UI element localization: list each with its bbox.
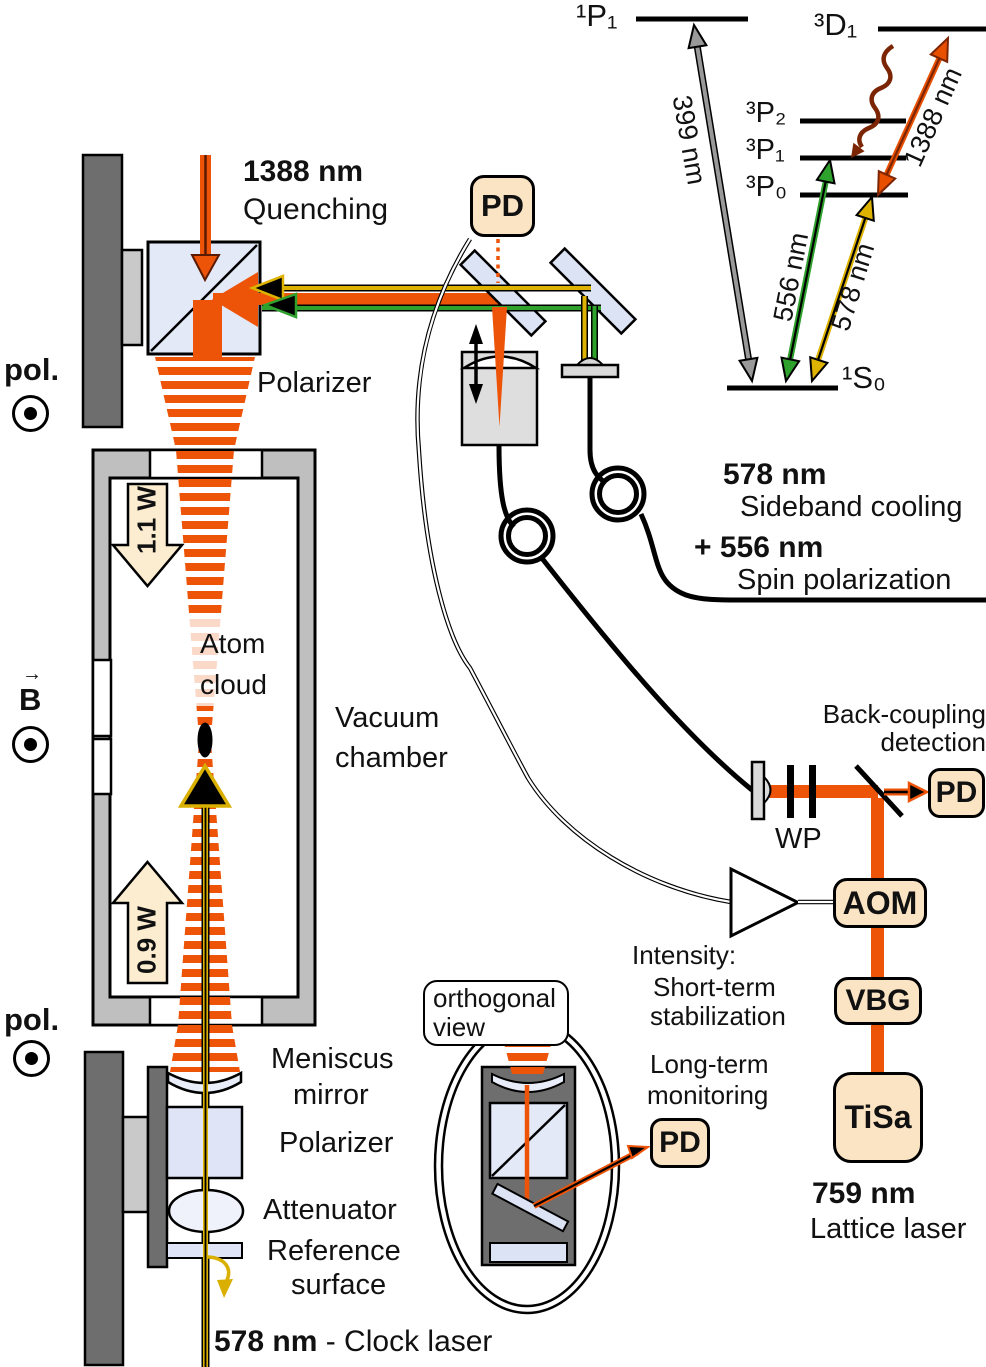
level-label-3P1: ³P₁ xyxy=(746,134,785,166)
aom-box: AOM xyxy=(833,878,927,928)
quenching-wavelength: 1388 nm xyxy=(243,155,364,188)
orthogonal-view-label-1: orthogonal xyxy=(433,983,556,1013)
lattice-arrow xyxy=(212,272,258,327)
orthogonal-view-label-2: view xyxy=(433,1012,486,1043)
lattice-fiber-coupler xyxy=(459,307,541,447)
translation-arrow-down xyxy=(469,384,483,404)
polarizer-label-top: Polarizer xyxy=(257,367,372,399)
transition-1388 xyxy=(876,35,950,198)
back-coupling-label-2: detection xyxy=(880,727,986,757)
servo-amplifier xyxy=(729,866,833,939)
translation-arrow-up xyxy=(469,324,483,344)
spin-label: Spin polarization xyxy=(737,564,952,596)
back-coupling-optics xyxy=(750,760,930,821)
sideband-wavelength: 578 nm xyxy=(723,458,827,491)
photodiode-top: PD xyxy=(470,175,535,237)
reference-label-2: surface xyxy=(291,1269,387,1301)
level-label-1P1: ¹P₁ xyxy=(576,0,618,33)
clock-beam-arrow xyxy=(177,762,233,808)
polarizer-label-bottom: Polarizer xyxy=(279,1127,394,1159)
clock-laser-name: - Clock laser xyxy=(317,1325,493,1358)
vbg-box: VBG xyxy=(834,977,922,1025)
b-field-out-of-page-icon xyxy=(12,726,49,763)
monitoring-label-2: monitoring xyxy=(647,1080,769,1110)
atom-cloud-label-1: Atom xyxy=(200,628,266,659)
monitoring-label-1: Long-term xyxy=(650,1049,769,1079)
transition-399 xyxy=(687,22,759,384)
fiber-coupler-disc xyxy=(750,760,766,821)
ortho-pickoff-mirror xyxy=(490,1182,570,1233)
pd-arrow xyxy=(907,780,930,804)
meniscus-label-2: mirror xyxy=(293,1079,369,1111)
ortho-meniscus xyxy=(491,1072,565,1093)
intensity-label-3: stabilization xyxy=(650,1001,786,1031)
yellow-beam-arrow xyxy=(248,274,285,302)
atom-cloud-ellipse xyxy=(197,722,213,758)
lattice-laser-wavelength: 759 nm xyxy=(812,1177,916,1210)
level-label-3P0: ³P₀ xyxy=(746,171,788,203)
back-coupling-label-1: Back-coupling xyxy=(822,699,986,729)
power-down-label: 1.1 W xyxy=(131,486,162,554)
b-field-label: B xyxy=(19,682,42,717)
photodiode-back-coupling: PD xyxy=(928,768,985,818)
waveplate xyxy=(809,765,816,818)
intensity-label-1: Intensity: xyxy=(632,940,737,970)
quenching-label: Quenching xyxy=(243,193,389,226)
level-label-1S0: ¹S₀ xyxy=(842,360,886,395)
transition-578 xyxy=(809,194,875,384)
chamber-side-window xyxy=(91,737,113,796)
level-label-3D1: ³D₁ xyxy=(814,7,858,42)
clock-laser-label: 578 nm - Clock laser xyxy=(214,1326,492,1358)
intensity-label-2: Short-term xyxy=(653,972,776,1002)
sideband-label: Sideband cooling xyxy=(740,491,963,523)
waveplates-label: WP xyxy=(775,823,822,855)
green-beam-arrow xyxy=(261,292,298,319)
transition-556 xyxy=(780,157,836,384)
attenuator-label: Attenuator xyxy=(263,1194,397,1226)
bottom-mirror-mount xyxy=(83,1050,169,1367)
monitor-pd-arrow xyxy=(626,1144,652,1160)
spin-wavelength: + 556 nm xyxy=(694,531,824,564)
atom-cloud-label-2: cloud xyxy=(200,669,267,700)
tisa-box: TiSa xyxy=(833,1072,923,1163)
photodiode-monitoring: PD xyxy=(650,1118,710,1168)
chamber-side-window xyxy=(91,658,113,738)
beam-waist-fade xyxy=(172,618,240,706)
b-vector-arrow: → xyxy=(22,663,42,685)
reference-label-1: Reference xyxy=(267,1235,401,1267)
cooling-fiber-collimator xyxy=(560,357,620,379)
polarization-label-top: pol. xyxy=(4,352,60,387)
lattice-fiber xyxy=(496,444,754,792)
decay-wavy-arrow xyxy=(851,44,895,158)
vacuum-chamber-label-1: Vacuum xyxy=(335,702,440,734)
vacuum-chamber-label-2: chamber xyxy=(335,742,448,774)
polarization-out-of-page-icon xyxy=(12,395,49,432)
quenching-beam-1388 xyxy=(190,155,221,283)
top-mirror-mount xyxy=(81,153,144,429)
energy-level-diagram xyxy=(636,16,986,391)
waveplate xyxy=(787,765,794,818)
level-label-3P2: ³P₂ xyxy=(746,97,787,129)
orthogonal-view-label: orthogonal view xyxy=(423,980,569,1047)
retro-reflection-arrow xyxy=(207,1255,231,1281)
ortho-base-plate xyxy=(489,1242,568,1263)
power-arrow-down xyxy=(110,482,185,588)
polarization-label-bottom: pol. xyxy=(4,1002,60,1037)
polarization-out-of-page-icon xyxy=(13,1040,50,1077)
clock-and-green-beams xyxy=(248,274,601,366)
orthogonal-view xyxy=(433,1017,652,1315)
power-arrow-up xyxy=(110,860,185,985)
clock-laser-wavelength: 578 nm xyxy=(214,1325,318,1358)
power-up-label: 0.9 W xyxy=(131,906,162,974)
feedback-cable xyxy=(415,237,732,905)
lattice-laser-label: Lattice laser xyxy=(810,1213,967,1245)
meniscus-label-1: Meniscus xyxy=(271,1043,394,1075)
optical-fibers xyxy=(496,377,986,792)
pickoff-beamsplitter xyxy=(854,764,904,818)
